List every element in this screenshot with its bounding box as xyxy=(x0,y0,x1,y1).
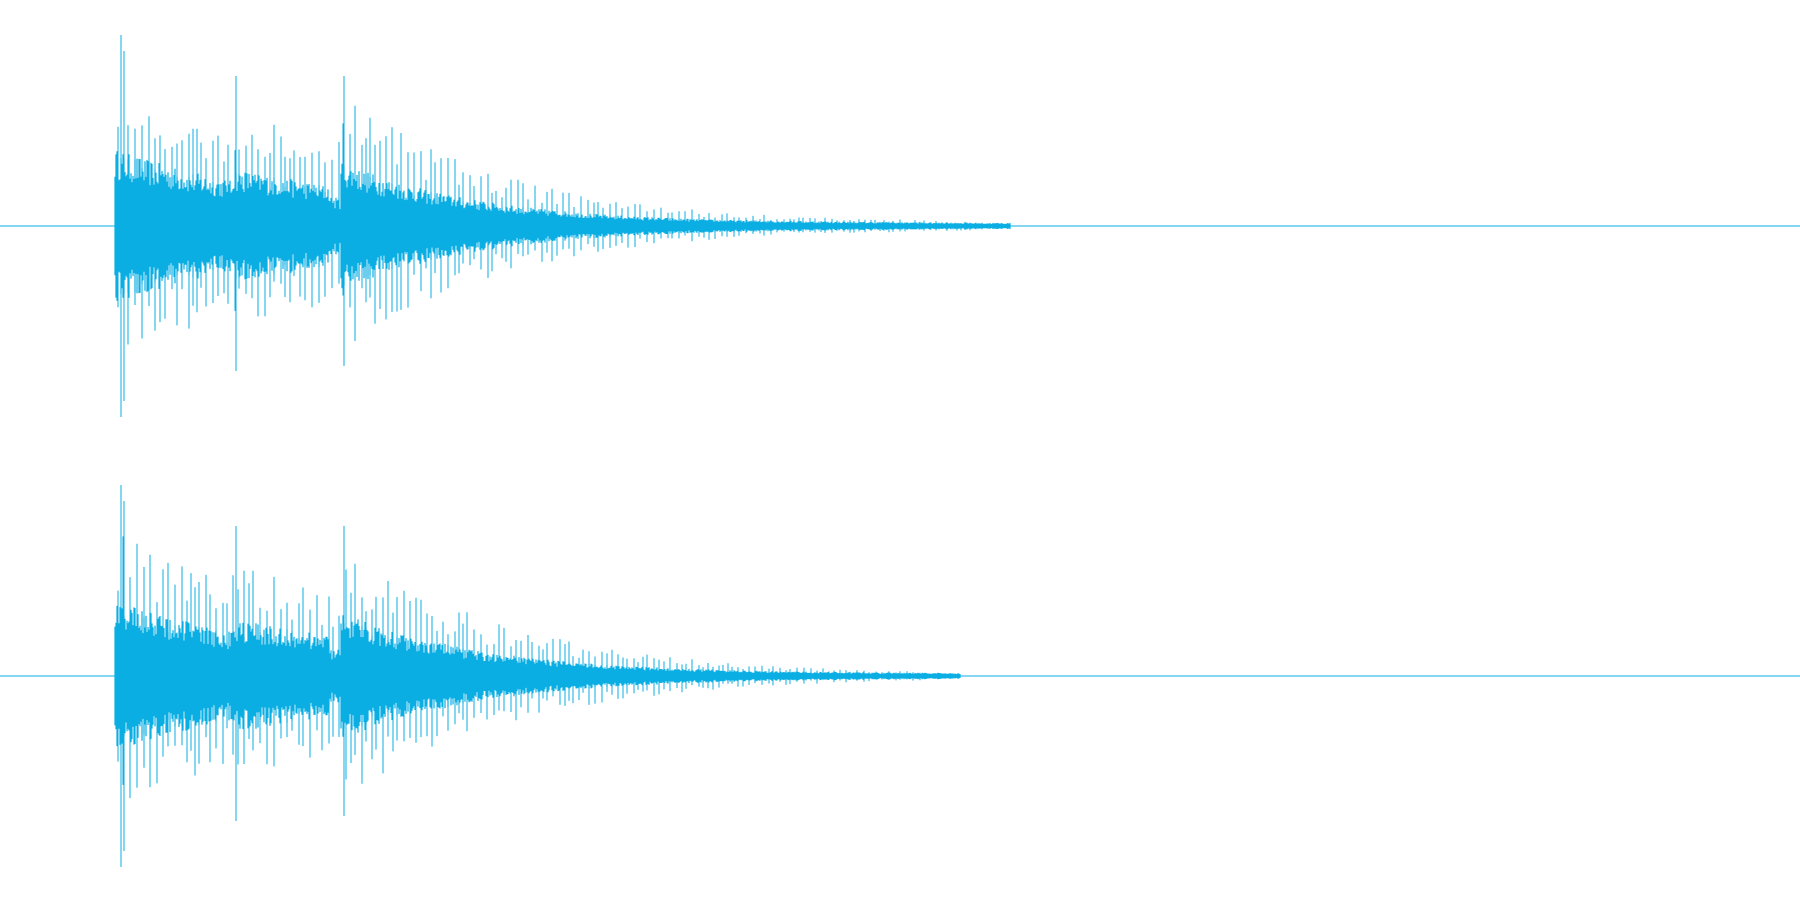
waveform-peaks xyxy=(117,501,921,851)
waveform-channel-right[interactable] xyxy=(0,485,1800,867)
waveform-peaks xyxy=(117,51,971,401)
waveform-body xyxy=(114,605,961,747)
waveform-channel-left[interactable] xyxy=(0,35,1800,417)
